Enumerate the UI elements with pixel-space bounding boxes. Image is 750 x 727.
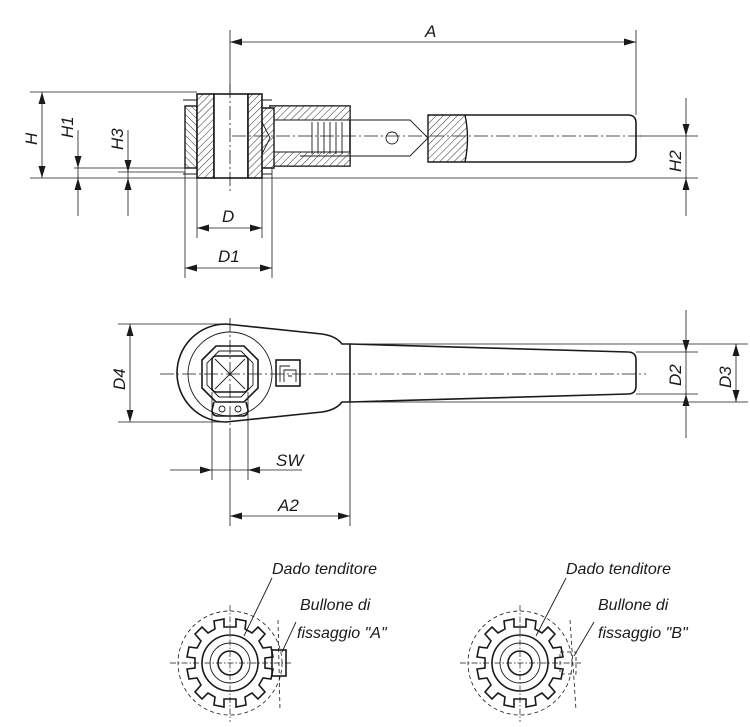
dim-sw-arrows — [200, 466, 260, 474]
head-octagon-inner — [206, 350, 254, 398]
hub-left-ring — [184, 105, 198, 169]
dim-a-label: A — [424, 22, 436, 41]
hub-cone — [261, 121, 271, 155]
detail-b-bolt-hidden — [569, 619, 577, 711]
detail-a-nut-leader — [243, 577, 273, 637]
dim-a2-label: A2 — [277, 496, 299, 515]
detail-a-bolt-label-line2: fissaggio "A" — [297, 625, 388, 642]
dim-d4-arrows — [126, 324, 134, 422]
detail-b-nut-leader — [535, 577, 567, 637]
dim-h3-label: H3 — [108, 128, 127, 150]
dim-d-label: D — [222, 207, 234, 226]
dim-d3-label: D3 — [716, 366, 735, 388]
pin-hole — [385, 131, 399, 145]
dim-h2-label: H2 — [666, 150, 685, 172]
handle-insert-section — [427, 114, 469, 163]
spring — [311, 122, 343, 154]
dim-h-label: H — [22, 132, 41, 145]
dim-h1-arrows — [74, 156, 82, 190]
detail-b-nut-label: Dado tenditore — [566, 561, 671, 578]
detail-b-fixing-bolt — [559, 651, 577, 675]
dim-h3-arrows — [124, 160, 132, 190]
detail-a-nut-label: Dado tenditore — [272, 561, 377, 578]
top-view: D4 D2 D3 SW A2 — [110, 310, 748, 526]
handle-rod — [465, 114, 637, 163]
tab-hole-left — [218, 405, 226, 413]
pin-housing-top-section — [269, 105, 351, 121]
detail-a-bolt-label-line1: Bullone di — [300, 597, 371, 614]
dim-d2-label: D2 — [666, 364, 685, 386]
brand-logo-frame — [275, 359, 301, 387]
detail-b: Dado tenditore Bullone di fissaggio "B" — [460, 561, 689, 722]
dim-a2-arrows — [230, 512, 350, 520]
head-octagon — [201, 345, 259, 403]
pin-housing-bottom-section — [269, 151, 351, 167]
dim-d3-arrows — [732, 344, 740, 402]
brand-logo-mark — [279, 365, 297, 382]
dim-d1-label: D1 — [218, 247, 240, 266]
detail-a-bolt-hidden — [277, 619, 281, 711]
inner-pin — [300, 119, 429, 157]
side-view: A H H1 H3 H2 D D1 — [22, 22, 698, 278]
detail-a-bolt-leader — [281, 621, 297, 653]
dim-h1-label: H1 — [58, 116, 77, 138]
hub-flange-lines — [183, 99, 272, 175]
detail-b-bolt-label-line1: Bullone di — [598, 597, 669, 614]
handle-outline — [176, 323, 637, 423]
detail-b-bolt-leader — [573, 621, 595, 657]
detail-b-bolt-label-line2: fissaggio "B" — [598, 625, 689, 642]
hub-left-wall — [196, 93, 215, 179]
tab-hole-right — [234, 405, 242, 413]
dim-sw-label: SW — [276, 451, 305, 470]
detail-a: Dado tenditore Bullone di fissaggio "A" — [170, 561, 388, 722]
dim-d4-label: D4 — [110, 368, 129, 390]
